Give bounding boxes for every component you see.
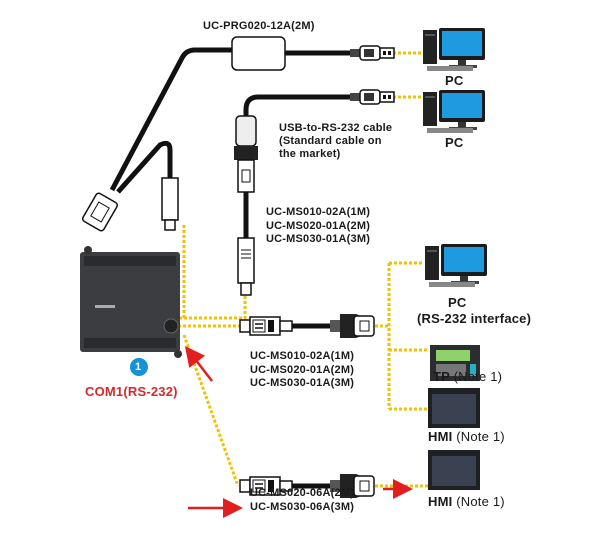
- tp-icon: [430, 345, 480, 381]
- usb-plug-1: [349, 45, 395, 61]
- prg-cable-branch: [116, 140, 173, 194]
- ms-cable-top-2: UC-MS020-01A(2M): [266, 220, 371, 232]
- hmi2-note: (Note 1): [456, 494, 505, 509]
- prg-cable-left: [109, 47, 232, 192]
- plc-unit: [80, 246, 182, 358]
- hmi2-icon: [428, 450, 480, 490]
- prg-converter-box: [231, 36, 286, 71]
- usb-plug-2: [349, 89, 395, 105]
- pc3-label: PC: [448, 295, 467, 310]
- hmi2-label: HMI (Note 1): [428, 495, 505, 508]
- ms-cable-mid-2: UC-MS020-01A(2M): [250, 364, 355, 376]
- ms-cable-bottom-2: UC-MS030-06A(3M): [250, 501, 355, 513]
- pc1-label: PC: [445, 73, 464, 88]
- port-badge: [130, 358, 148, 376]
- arrow-com1: [184, 346, 213, 382]
- db9-mid: [329, 313, 375, 339]
- db9-connector-vertical: [234, 115, 258, 193]
- cables: [109, 47, 352, 489]
- ms-cable-bottom-1: UC-MS020-06A(2M): [250, 487, 355, 499]
- link-plc-bottom: [182, 334, 240, 487]
- db9-prg: [81, 192, 119, 232]
- ms-cable-mid-1: UC-MS010-02A(1M): [250, 350, 355, 362]
- pc3-icon: [425, 244, 487, 287]
- ms-cable-top-3: UC-MS030-01A(3M): [266, 233, 371, 245]
- prg-cable-label: UC-PRG020-12A(2M): [203, 20, 315, 32]
- tp-label: TP (Note 1): [433, 370, 502, 383]
- hmi2-name: HMI: [428, 494, 453, 509]
- port-name: COM1(RS-232): [85, 384, 178, 399]
- hmi1-icon: [428, 388, 480, 428]
- mini-din-prg: [161, 177, 179, 231]
- usb-rs232-label-3: the market): [279, 148, 341, 160]
- ms-cable-mid-3: UC-MS030-01A(3M): [250, 377, 355, 389]
- pc3-sublabel: (RS-232 interface): [417, 311, 532, 326]
- usb-rs232-label-2: (Standard cable on: [279, 135, 382, 147]
- pc1-icon: [423, 28, 485, 71]
- hmi1-name: HMI: [428, 429, 453, 444]
- hmi1-label: HMI (Note 1): [428, 430, 505, 443]
- ms-cable-top-1: UC-MS010-02A(1M): [266, 206, 371, 218]
- link-minidin-top: [178, 296, 247, 320]
- usb-rs232-cable: [243, 94, 352, 120]
- mini-din-vertical: [237, 237, 255, 296]
- pc2-icon: [423, 90, 485, 133]
- dotted-links: [178, 51, 428, 488]
- port-number: 1: [135, 361, 142, 373]
- red-arrows: [184, 346, 413, 518]
- pc2-label: PC: [445, 135, 464, 150]
- mini-din-mid: [239, 316, 293, 336]
- tp-name: TP: [433, 369, 450, 384]
- hmi1-note: (Note 1): [456, 429, 505, 444]
- usb-rs232-label-1: USB-to-RS-232 cable: [279, 122, 393, 134]
- tp-note: (Note 1): [453, 369, 503, 384]
